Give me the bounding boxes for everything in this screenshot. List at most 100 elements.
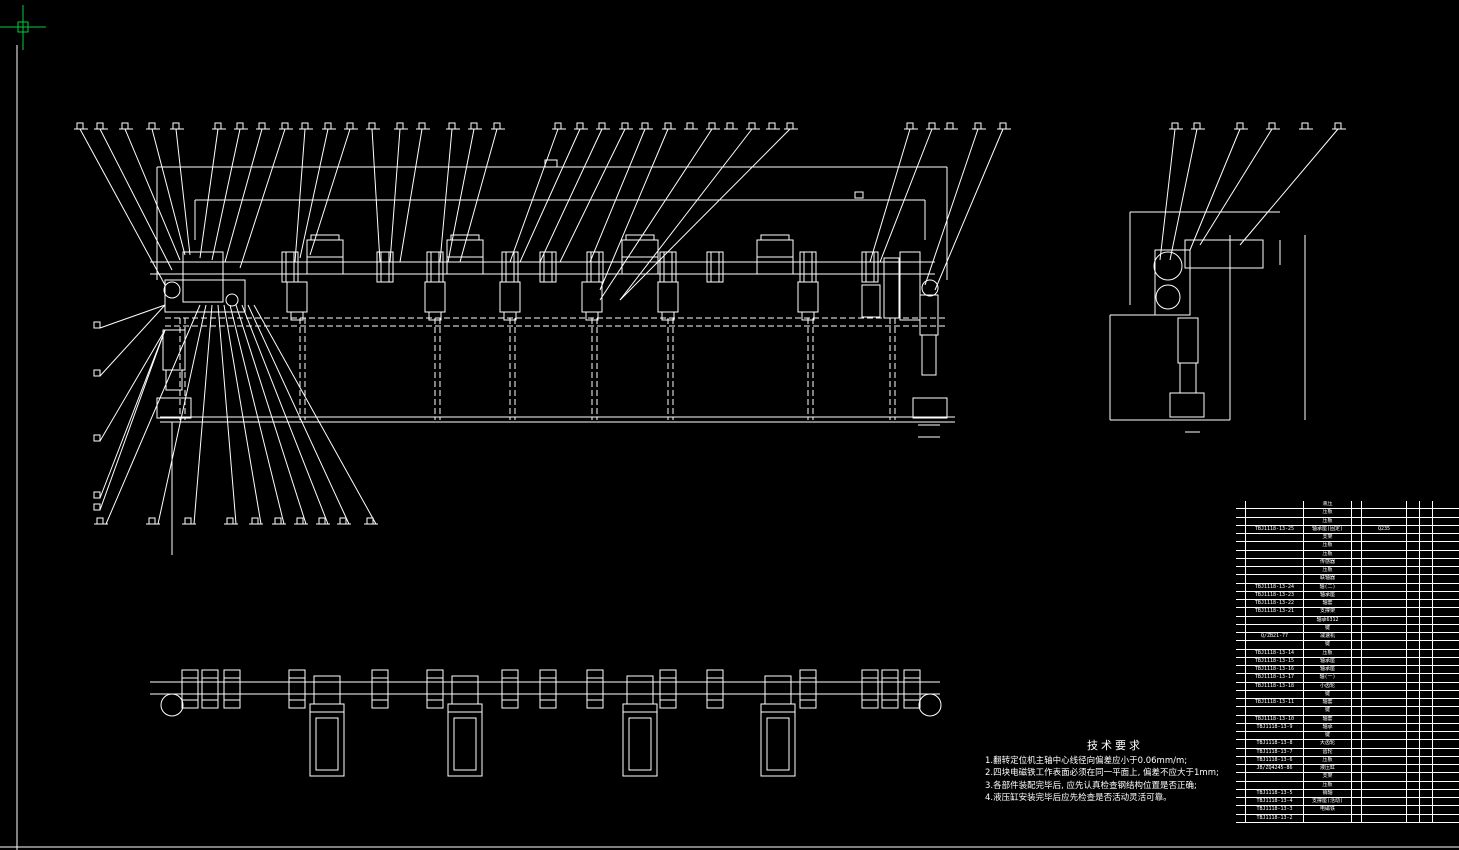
bom-cell <box>1407 575 1420 583</box>
bom-cell <box>1420 534 1433 542</box>
bom-cell <box>1420 600 1433 608</box>
bom-cell <box>1352 666 1362 674</box>
bom-cell: 大齿轮 <box>1304 740 1352 748</box>
bom-cell <box>1433 716 1459 723</box>
bom-cell <box>1420 682 1433 690</box>
bom-cell <box>1420 814 1433 822</box>
coupling <box>799 251 817 283</box>
bom-cell: 支架 <box>1304 534 1352 542</box>
bom-cell: TBJ1118-13-2 <box>1246 814 1304 822</box>
bom-cell <box>1433 575 1459 582</box>
bom-cell <box>1352 550 1362 558</box>
leader-line <box>99 128 173 271</box>
bom-cell <box>1236 657 1246 665</box>
leader-line <box>1199 128 1273 246</box>
bom-cell <box>1236 509 1246 517</box>
bom-row: 键 <box>1236 641 1459 650</box>
bom-cell <box>1407 558 1420 566</box>
leader-line <box>459 128 498 263</box>
bom-cell <box>1407 814 1420 822</box>
bom-cell <box>1407 732 1420 740</box>
leader-line <box>559 128 626 263</box>
coupling <box>706 251 724 283</box>
bom-row: 键 <box>1236 707 1459 716</box>
bom-cell <box>1236 616 1246 624</box>
bom-cell: 轴套 <box>1304 699 1352 707</box>
leader-line <box>924 128 979 286</box>
bom-cell <box>1362 748 1407 756</box>
top-motor-inner <box>453 717 477 771</box>
bom-cell <box>1246 558 1304 566</box>
bom-cell: 轴承座 <box>1304 666 1352 674</box>
bom-cell <box>1352 732 1362 740</box>
bom-cell <box>1236 608 1246 616</box>
top-coupling <box>371 669 389 709</box>
bom-cell <box>1236 715 1246 723</box>
bom-cell: TBJ1118-13-8 <box>1246 740 1304 748</box>
leader-line <box>253 304 377 525</box>
bom-cell: 键 <box>1304 690 1352 698</box>
top-motor-body <box>447 711 483 777</box>
bom-cell: TBJ1118-13-4 <box>1246 798 1304 806</box>
bom-cell <box>1236 814 1246 822</box>
bom-cell <box>1352 583 1362 591</box>
bom-cell <box>1407 674 1420 682</box>
bom-cell <box>1352 781 1362 789</box>
leader-line <box>105 304 201 525</box>
top-view <box>150 669 942 777</box>
bom-cell <box>1362 740 1407 748</box>
right-housing <box>883 257 900 319</box>
bom-cell <box>1362 690 1407 698</box>
callout-tag <box>93 321 101 329</box>
bom-cell <box>1433 806 1459 813</box>
bom-cell <box>1407 789 1420 797</box>
technical-requirements-title: 技术要求 <box>1087 739 1143 752</box>
bom-cell <box>1352 748 1362 756</box>
bom-cell <box>1236 707 1246 715</box>
coupling <box>501 251 519 283</box>
bom-cell <box>1420 501 1433 509</box>
side-electromagnet <box>1169 392 1205 418</box>
bom-cell <box>1236 525 1246 533</box>
callout-tag <box>1193 122 1201 130</box>
bom-cell <box>1407 657 1420 665</box>
bom-cell <box>1407 740 1420 748</box>
side-view <box>1109 211 1306 433</box>
bom-cell <box>1433 765 1459 772</box>
callout-tag <box>448 122 456 130</box>
leader-line <box>99 304 166 329</box>
bom-cell: 压板 <box>1304 567 1352 575</box>
bom-cell <box>1407 806 1420 814</box>
bom-cell <box>1407 707 1420 715</box>
right-electromagnet <box>912 397 948 419</box>
bom-cell <box>1352 649 1362 657</box>
bom-cell <box>1433 567 1459 574</box>
bom-cell <box>1362 789 1407 797</box>
bom-cell <box>1236 534 1246 542</box>
bearing-foot <box>801 311 815 321</box>
callout-tag <box>726 122 734 130</box>
side-pulley <box>1155 284 1181 310</box>
leader-line <box>79 128 166 286</box>
bom-row: 压板 <box>1236 550 1459 559</box>
bom-cell <box>1352 567 1362 575</box>
bom-cell <box>1433 608 1459 615</box>
leader-line <box>193 304 213 525</box>
leader-line <box>235 304 307 525</box>
bom-cell <box>1352 773 1362 781</box>
bom-cell <box>1352 575 1362 583</box>
bom-cell <box>1236 674 1246 682</box>
callout-tag <box>928 122 936 130</box>
bom-cell: 轴(一) <box>1304 674 1352 682</box>
right-pivot <box>921 279 939 297</box>
bom-cell <box>1352 682 1362 690</box>
bom-row: 压板 <box>1236 517 1459 526</box>
bom-cell <box>1246 641 1304 649</box>
